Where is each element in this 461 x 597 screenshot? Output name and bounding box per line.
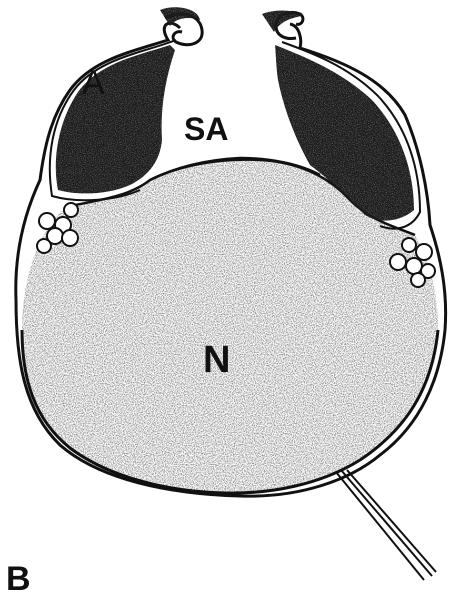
label-n: N [203, 339, 230, 381]
panel-label: B [6, 560, 31, 597]
label-sa: SA [184, 111, 228, 147]
flagellum [336, 470, 436, 580]
label-a: A [82, 64, 105, 102]
acrosome-left [56, 45, 175, 193]
